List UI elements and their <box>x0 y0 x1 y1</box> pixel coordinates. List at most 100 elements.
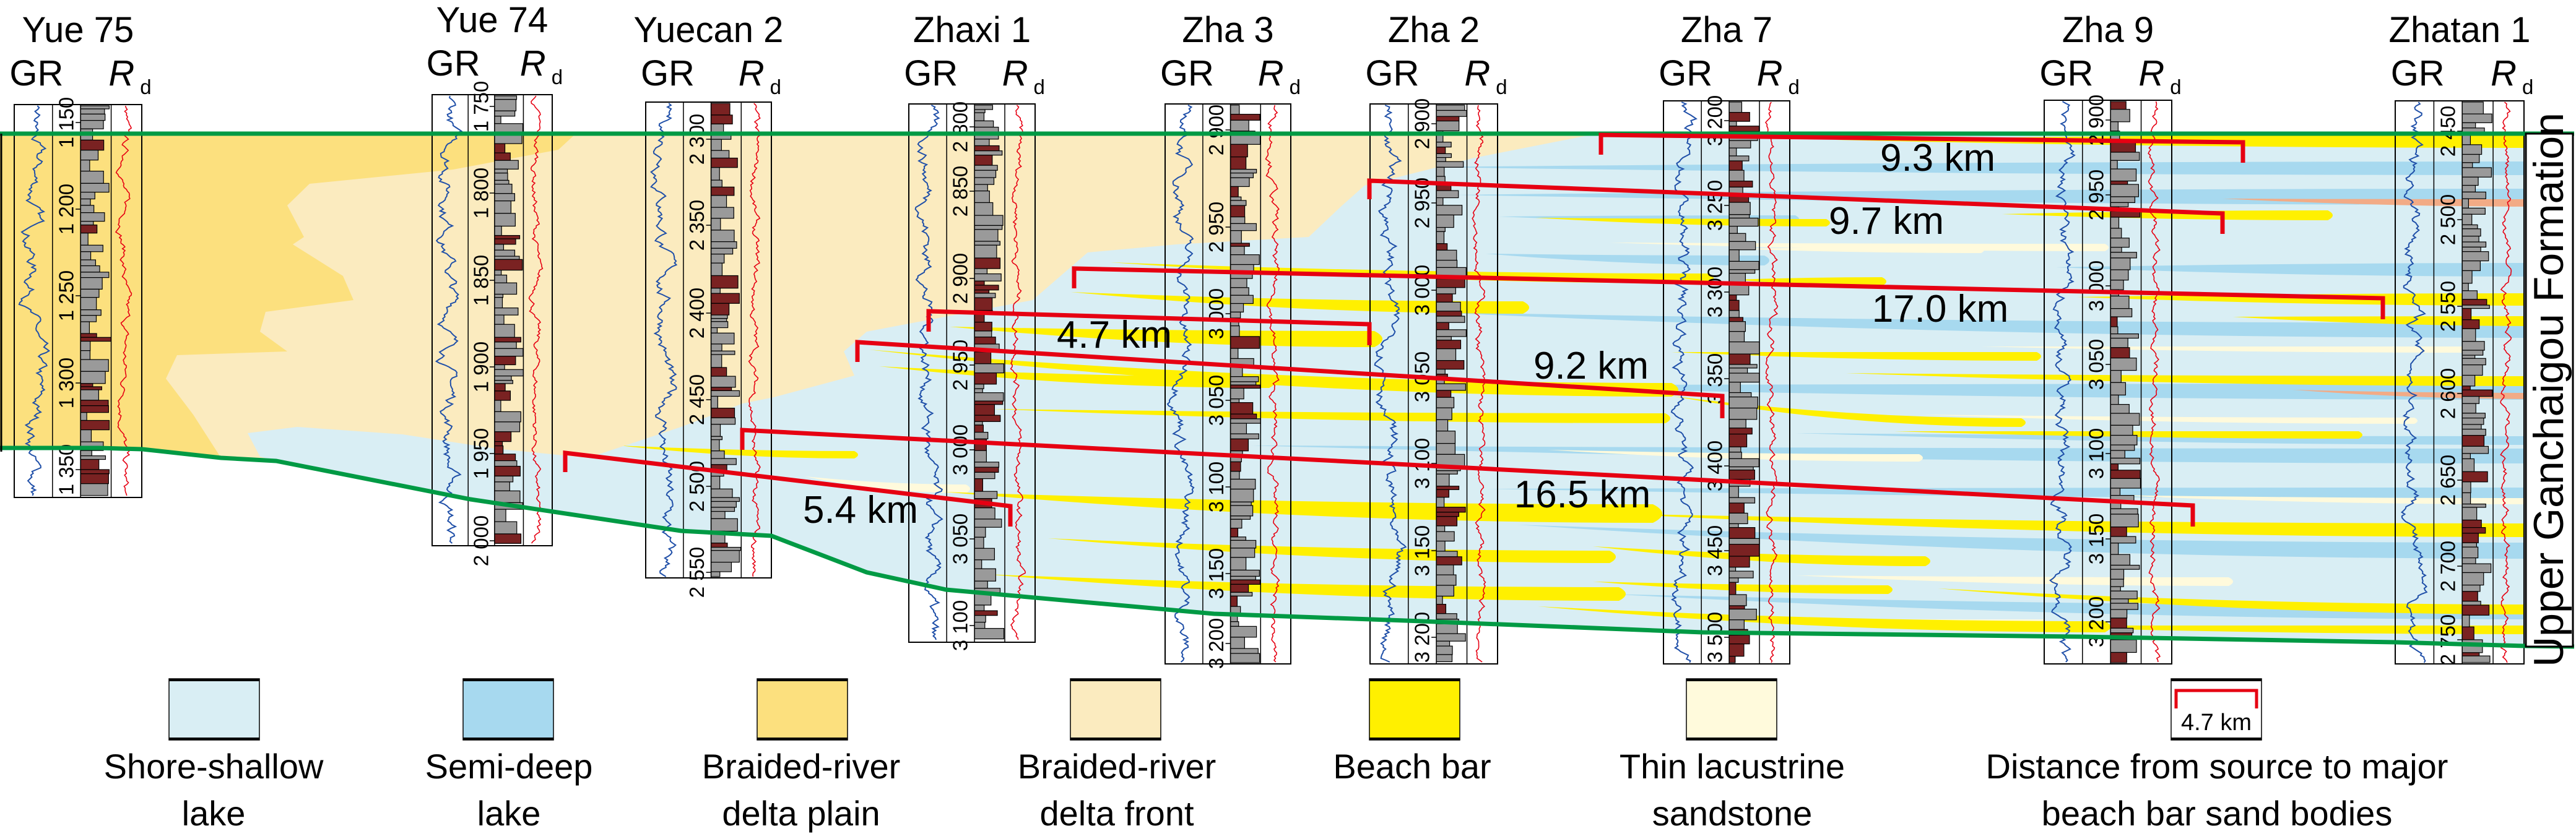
lithology-bed <box>1436 311 1462 317</box>
lithology-bed <box>974 150 1003 156</box>
lithology-bed <box>1229 278 1247 288</box>
lithology-bed <box>1728 452 1742 459</box>
lithology-bed <box>710 390 740 397</box>
lithology-bed <box>710 247 734 255</box>
legend-swatch <box>1070 678 1161 741</box>
lithology-bed <box>974 268 988 275</box>
lithology-bed <box>1229 156 1247 170</box>
lithology-bed <box>2110 543 2119 555</box>
lithology-bed <box>1436 486 1460 490</box>
rd-label: R <box>2138 53 2164 93</box>
lithology-bed <box>1436 645 1453 655</box>
lithology-bed <box>2461 319 2480 329</box>
lithology-bed <box>1229 311 1241 319</box>
lithology-bed <box>2461 572 2484 586</box>
lithology-bed <box>2110 370 2122 383</box>
lithology-bed <box>2110 180 2128 185</box>
lithology-bed <box>974 491 998 499</box>
lithology-bed <box>80 483 108 496</box>
legend-label-line2: lake <box>477 794 541 833</box>
rd-subscript: d <box>140 75 151 98</box>
lithology-bed <box>1229 637 1245 649</box>
rd-label: R <box>1757 53 1783 93</box>
rd-label: R <box>739 53 765 93</box>
lithology-bed <box>710 436 723 441</box>
legend-swatch-bottom-bar <box>1369 738 1460 740</box>
lithology-bed <box>2461 167 2492 178</box>
lithology-bed <box>974 615 986 623</box>
lithology-bed <box>494 445 504 455</box>
lithology-bed <box>974 507 995 520</box>
lithology-bed <box>1728 269 1756 274</box>
lithology-bed <box>710 275 739 289</box>
legend-label-line1: Semi-deep <box>425 747 593 786</box>
lithology-bed <box>80 473 109 484</box>
lithology-bed <box>1436 407 1452 420</box>
lithology-bed <box>1728 544 1760 557</box>
lithology-bed <box>974 314 985 323</box>
beach-bar-lens <box>2002 210 2333 220</box>
lithology-bed <box>80 333 97 338</box>
lithology-bed <box>974 257 1001 269</box>
lithology-bed <box>494 454 516 462</box>
lithology-bed <box>1229 200 1247 206</box>
lithology-bed <box>2461 546 2479 559</box>
lithology-bed <box>1728 283 1750 296</box>
lithology-bed <box>1436 243 1448 251</box>
lithology-bed <box>974 415 1001 422</box>
lithology-bed <box>1436 640 1451 647</box>
lithology-bed <box>1728 466 1754 471</box>
lithology-bed <box>1229 168 1257 174</box>
lithology-bed <box>80 359 109 372</box>
lithology-bed <box>974 527 986 538</box>
lithology-bed <box>494 411 521 423</box>
distance-label: 9.3 km <box>1880 137 1995 179</box>
lithology-bed <box>2110 308 2133 317</box>
depth-label: 2 800 <box>949 101 972 153</box>
gr-curve <box>2049 101 2076 663</box>
lithology-bed <box>2461 355 2476 359</box>
lithology-bed <box>80 139 105 151</box>
lithology-bed <box>1229 423 1247 434</box>
beach-bar-lens <box>1733 277 1886 286</box>
lithology-bed <box>710 439 720 452</box>
lithology-bed <box>1728 341 1760 355</box>
lithology-bed <box>2110 564 2140 570</box>
lithology-bed <box>974 478 983 492</box>
semi-deep-lens <box>1424 312 2525 338</box>
lithology-bed <box>974 285 999 291</box>
lithology-bed <box>2461 228 2481 237</box>
lithology-bed <box>1229 287 1249 296</box>
well-name: Zhaxi 1 <box>913 10 1031 50</box>
lithology-bed <box>494 256 520 260</box>
rd-subscript: d <box>552 66 563 88</box>
lithology-bed <box>1436 419 1449 432</box>
distance-label: 17.0 km <box>1872 288 2009 330</box>
lithology-bed <box>2110 109 2130 123</box>
depth-label: 3 050 <box>2084 339 2107 390</box>
legend-swatch-top-bar <box>1369 679 1460 681</box>
lithology-bed <box>80 455 106 460</box>
lithology-bed <box>2110 639 2137 653</box>
lithology-bed <box>494 348 524 357</box>
legend-swatch-top-bar <box>169 679 259 681</box>
lithology-bed <box>2461 396 2480 404</box>
lithology-bed <box>710 350 735 355</box>
lithology-bed <box>80 309 102 316</box>
lithology-bed <box>1728 527 1756 539</box>
lithology-bed <box>1229 438 1249 452</box>
gr-label: GR <box>641 53 695 93</box>
lithology-bed <box>2461 471 2488 483</box>
well-frame <box>908 103 1036 643</box>
lithology-bed <box>2110 280 2124 290</box>
lithology-bed <box>974 404 995 416</box>
lithology-bed <box>710 367 727 377</box>
lithology-bed <box>2461 458 2475 472</box>
lithology-bed <box>1229 295 1254 304</box>
legend-swatch-top-bar <box>2171 679 2262 681</box>
well-name: Yue 75 <box>22 10 134 50</box>
lithology-bed <box>2110 569 2125 580</box>
lithology-bed <box>494 143 506 153</box>
gr-curve <box>435 95 463 544</box>
